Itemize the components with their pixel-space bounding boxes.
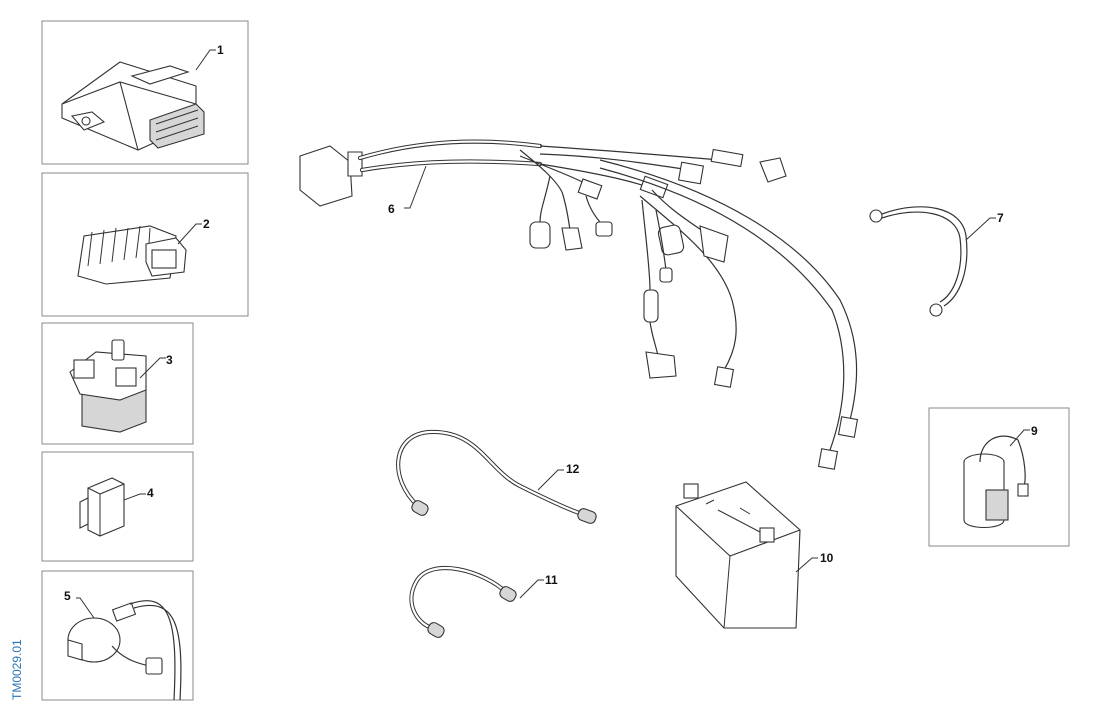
- callout-7: 9: [1031, 424, 1038, 438]
- part-4-connector: [41, 451, 194, 562]
- part-2-voltage-regulator: [41, 172, 249, 317]
- callout-3: 3: [166, 353, 173, 367]
- part-6-wiring-harness: [299, 139, 859, 470]
- part-5-ignition-coil: [41, 570, 194, 701]
- part-9-ground-cable: [869, 206, 996, 317]
- callout-5: 5: [64, 589, 71, 603]
- callout-10: 10: [820, 551, 834, 565]
- reference-code: TM0029.01: [10, 639, 24, 700]
- part-10-battery: [675, 481, 818, 629]
- callout-2: 2: [203, 217, 210, 231]
- callout-6: 6: [388, 202, 395, 216]
- callout-12: 12: [566, 462, 580, 476]
- part-1-ecu: [41, 20, 249, 165]
- part-3-starter-relay: [41, 322, 194, 445]
- callout-11: 11: [545, 573, 558, 587]
- callout-1: 1: [217, 43, 224, 57]
- part-11-battery-cable: [409, 565, 544, 638]
- callout-4: 4: [147, 486, 154, 500]
- callout-9: 7: [997, 211, 1004, 225]
- part-7-component: [928, 407, 1070, 547]
- part-12-battery-cable: [396, 429, 597, 524]
